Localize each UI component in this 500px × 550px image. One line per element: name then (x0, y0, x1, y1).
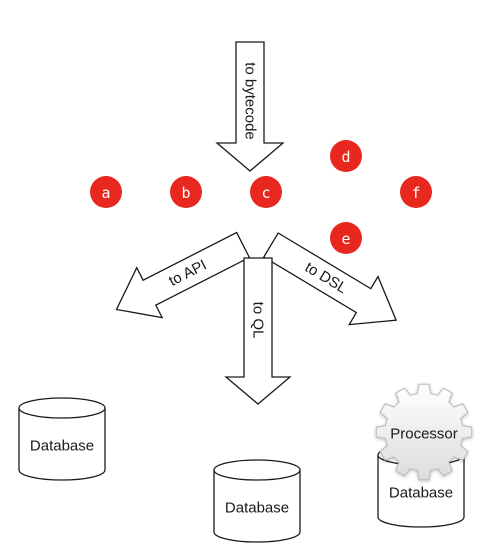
to-ql-arrow: to QL (224, 257, 292, 405)
to-bytecode-label: to bytecode (242, 62, 259, 140)
node-c-label: c (261, 184, 270, 202)
to-bytecode-arrow: to bytecode (215, 41, 285, 172)
database-center-label: Database (225, 500, 289, 517)
node-e: e (330, 222, 362, 254)
database-left-label: Database (30, 438, 94, 455)
node-a: a (90, 176, 122, 208)
node-c: c (250, 176, 282, 208)
node-f: f (400, 176, 432, 208)
node-d-label: d (341, 148, 350, 166)
node-d: d (330, 140, 362, 172)
to-dsl-arrow: to DSL (262, 232, 398, 326)
processor-label: Processor (390, 426, 458, 443)
node-a-label: a (101, 184, 110, 202)
to-api-arrow: to API (115, 231, 251, 319)
database-left: Database (18, 397, 106, 481)
database-center: Database (213, 459, 301, 543)
gear-icon (375, 383, 473, 481)
processor-gear: Processor (375, 383, 473, 481)
node-b-label: b (181, 184, 190, 202)
to-ql-label: to QL (250, 302, 267, 339)
node-f-label: f (411, 184, 420, 202)
database-right-label: Database (389, 485, 453, 502)
node-e-label: e (341, 230, 350, 248)
node-b: b (170, 176, 202, 208)
